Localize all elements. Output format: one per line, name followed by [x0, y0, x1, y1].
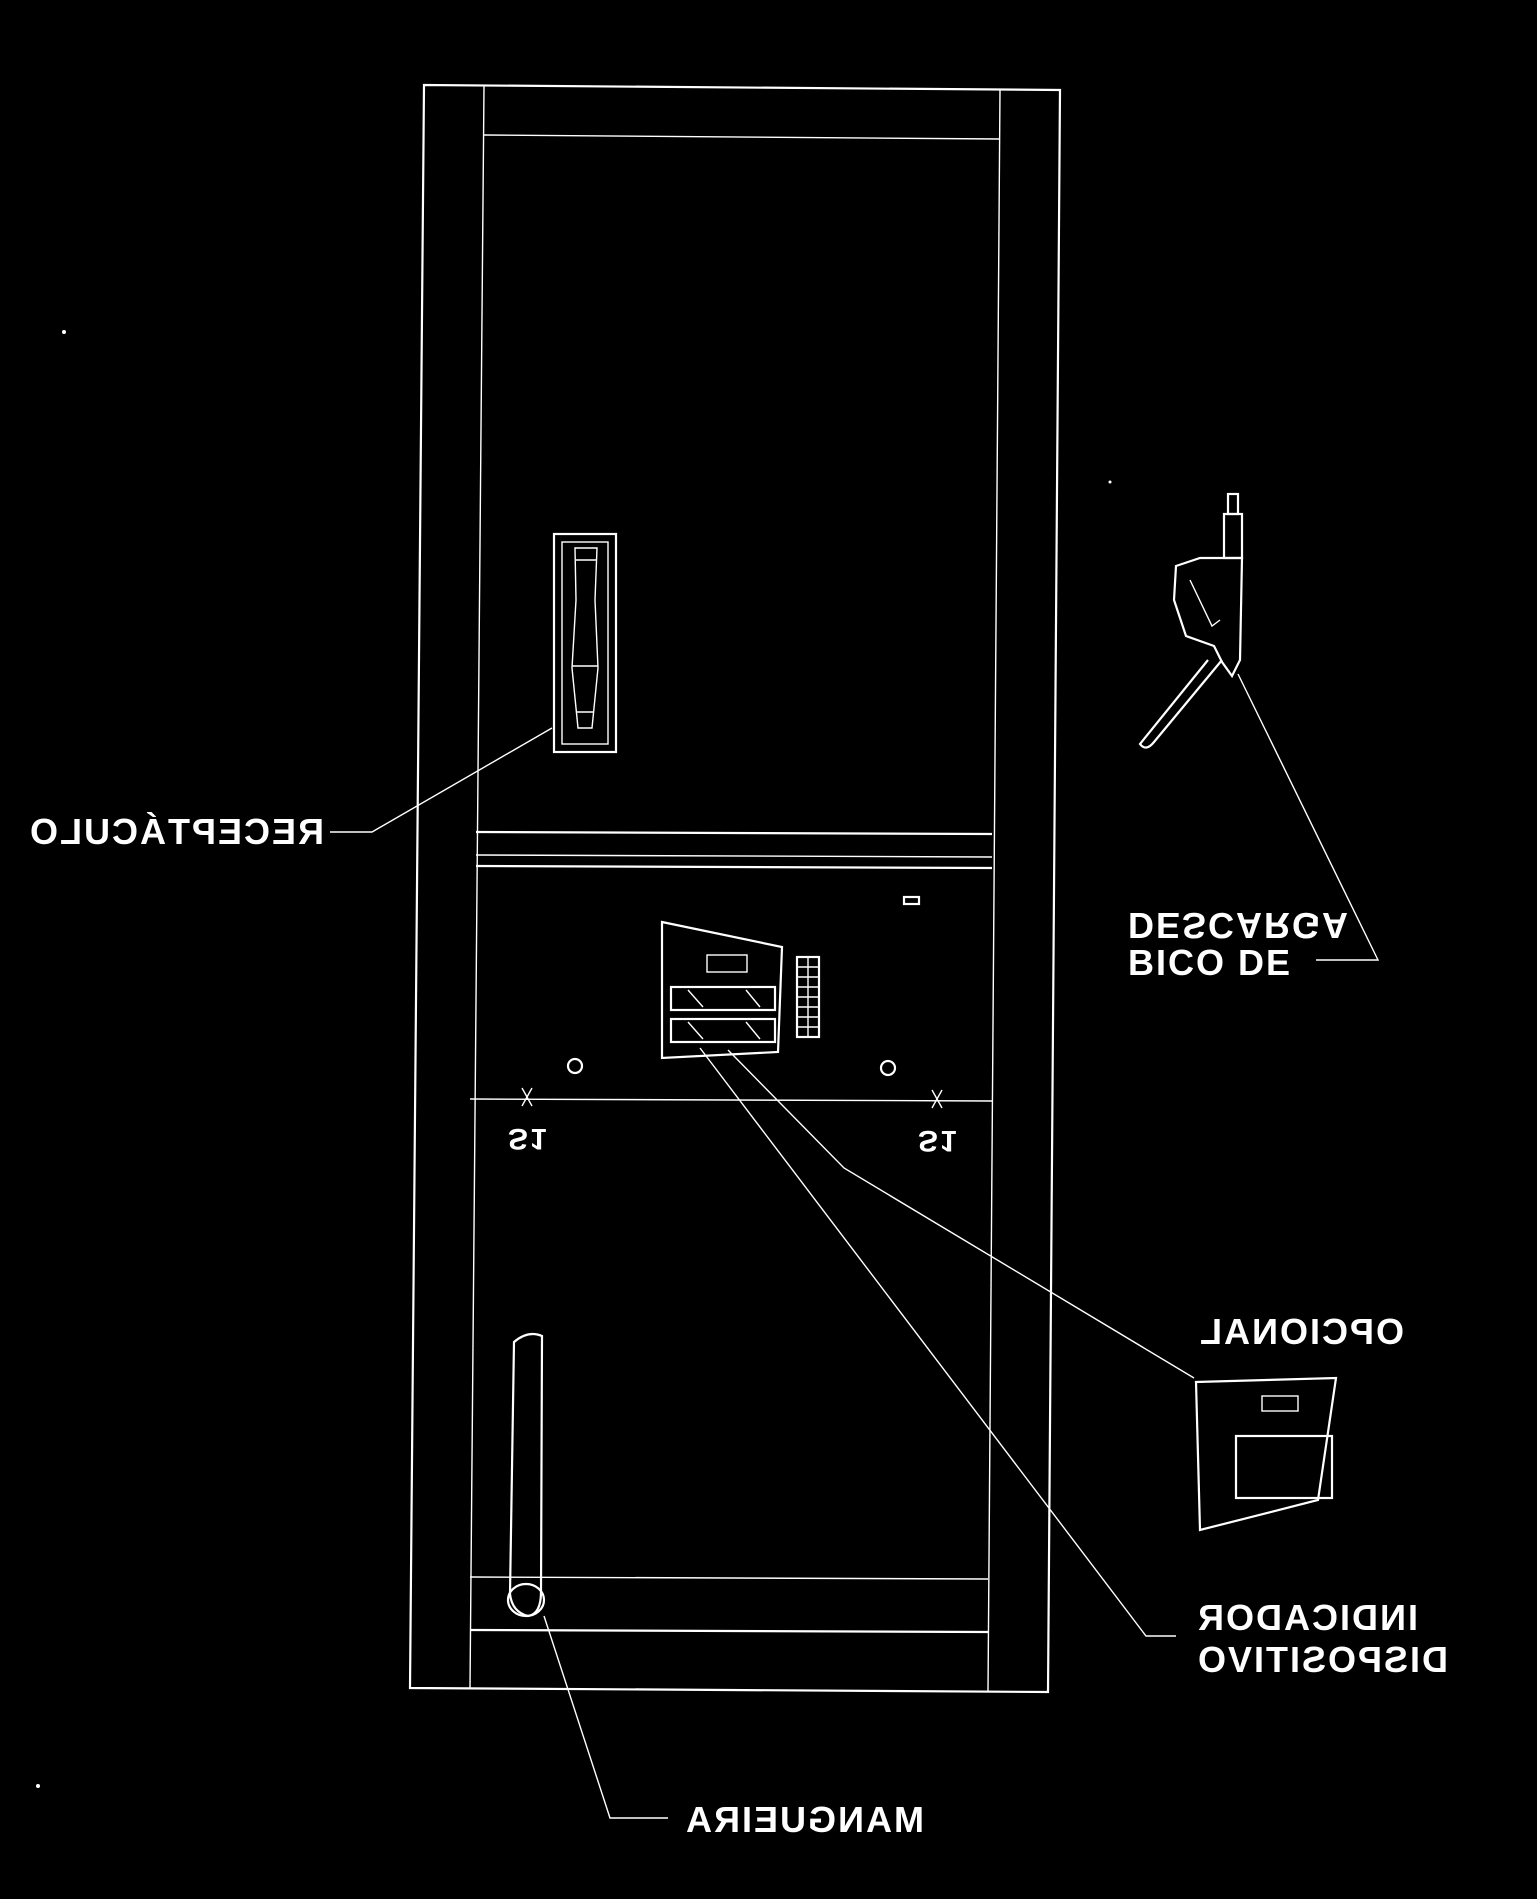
seal-marker-right — [931, 1089, 943, 1109]
label-dispositivo-line2: INDICADOR — [1196, 1597, 1418, 1638]
indicator-panel-outline — [660, 920, 784, 1060]
indicator-mark-2a — [687, 1021, 704, 1040]
hose-end — [506, 1582, 546, 1618]
receptacle-nozzle-shape — [571, 547, 599, 729]
indicator-mark-1a — [687, 989, 704, 1008]
label-mangueira: MANGUEIRA — [684, 1799, 924, 1840]
cabinet-left-post — [469, 85, 485, 1689]
label-opcional: OPCIONAL — [1198, 1311, 1404, 1352]
optional-indicator — [1194, 1376, 1338, 1532]
seal-marker-left — [521, 1087, 533, 1107]
leader-lines — [330, 673, 1380, 1819]
hose-outline — [508, 1332, 544, 1618]
bottom-rail-upper — [469, 1576, 989, 1580]
bottom-rail-lower — [469, 1628, 989, 1634]
keypad-grid — [797, 957, 819, 1037]
bolt-left — [566, 1057, 584, 1075]
labels: RECEPTÁCULO BICO DE DESCARGA OPCIONAL DI… — [28, 811, 1448, 1840]
leader-mangueira — [543, 1615, 668, 1819]
leader-bico — [1237, 673, 1380, 961]
hose — [506, 1332, 546, 1618]
nozzle-swivel — [1222, 512, 1244, 560]
receptacle — [552, 532, 618, 754]
cabinet — [408, 83, 1062, 1694]
scan-specks — [36, 330, 1112, 1788]
leader-receptaculo — [330, 727, 553, 833]
label-bico-line2: DESCARGA — [1128, 905, 1350, 946]
indicator-mark-2b — [745, 1021, 761, 1040]
bolt-right — [879, 1059, 897, 1077]
middle-band-upper — [475, 830, 993, 836]
middle-band-lower — [475, 864, 993, 870]
indicator-mark-1b — [745, 989, 761, 1008]
receptacle-inner — [561, 541, 609, 745]
label-receptaculo: RECEPTÁCULO — [28, 811, 324, 852]
label-s1-left: S1 — [508, 1122, 549, 1155]
nozzle-swivel-top — [1226, 492, 1240, 516]
nozzle-trigger — [1189, 579, 1221, 628]
optional-panel-outline — [1194, 1376, 1338, 1532]
discharge-nozzle — [1138, 492, 1244, 749]
speck-1 — [62, 330, 66, 334]
indicator-display-1 — [669, 985, 777, 1012]
leader-dispositivo — [699, 1047, 1176, 1637]
top-rail — [483, 134, 1001, 140]
label-bico-line1: BICO DE — [1128, 942, 1292, 983]
label-s1-right: S1 — [918, 1124, 959, 1157]
optional-small-window — [1261, 1395, 1299, 1412]
receptacle-outer — [552, 532, 618, 754]
seal-markers: S1 S1 — [508, 1087, 959, 1157]
speck-3 — [1108, 480, 1112, 484]
label-dispositivo-line1: DISPOSITIVO — [1196, 1639, 1448, 1680]
indicator-display-2 — [669, 1017, 777, 1044]
nozzle-spout — [1138, 659, 1223, 749]
optional-display — [1234, 1434, 1334, 1500]
indicator-device — [566, 895, 921, 1077]
nozzle-body — [1172, 556, 1244, 679]
cabinet-right-post — [987, 89, 1001, 1693]
middle-band-top — [475, 854, 993, 858]
indicator-small-window — [706, 954, 748, 973]
speck-2 — [36, 1784, 40, 1788]
s1-cut-line — [469, 1098, 993, 1102]
cabinet-outer-outline — [408, 83, 1062, 1694]
leader-opcional — [727, 1049, 1195, 1379]
small-slot — [902, 895, 921, 906]
